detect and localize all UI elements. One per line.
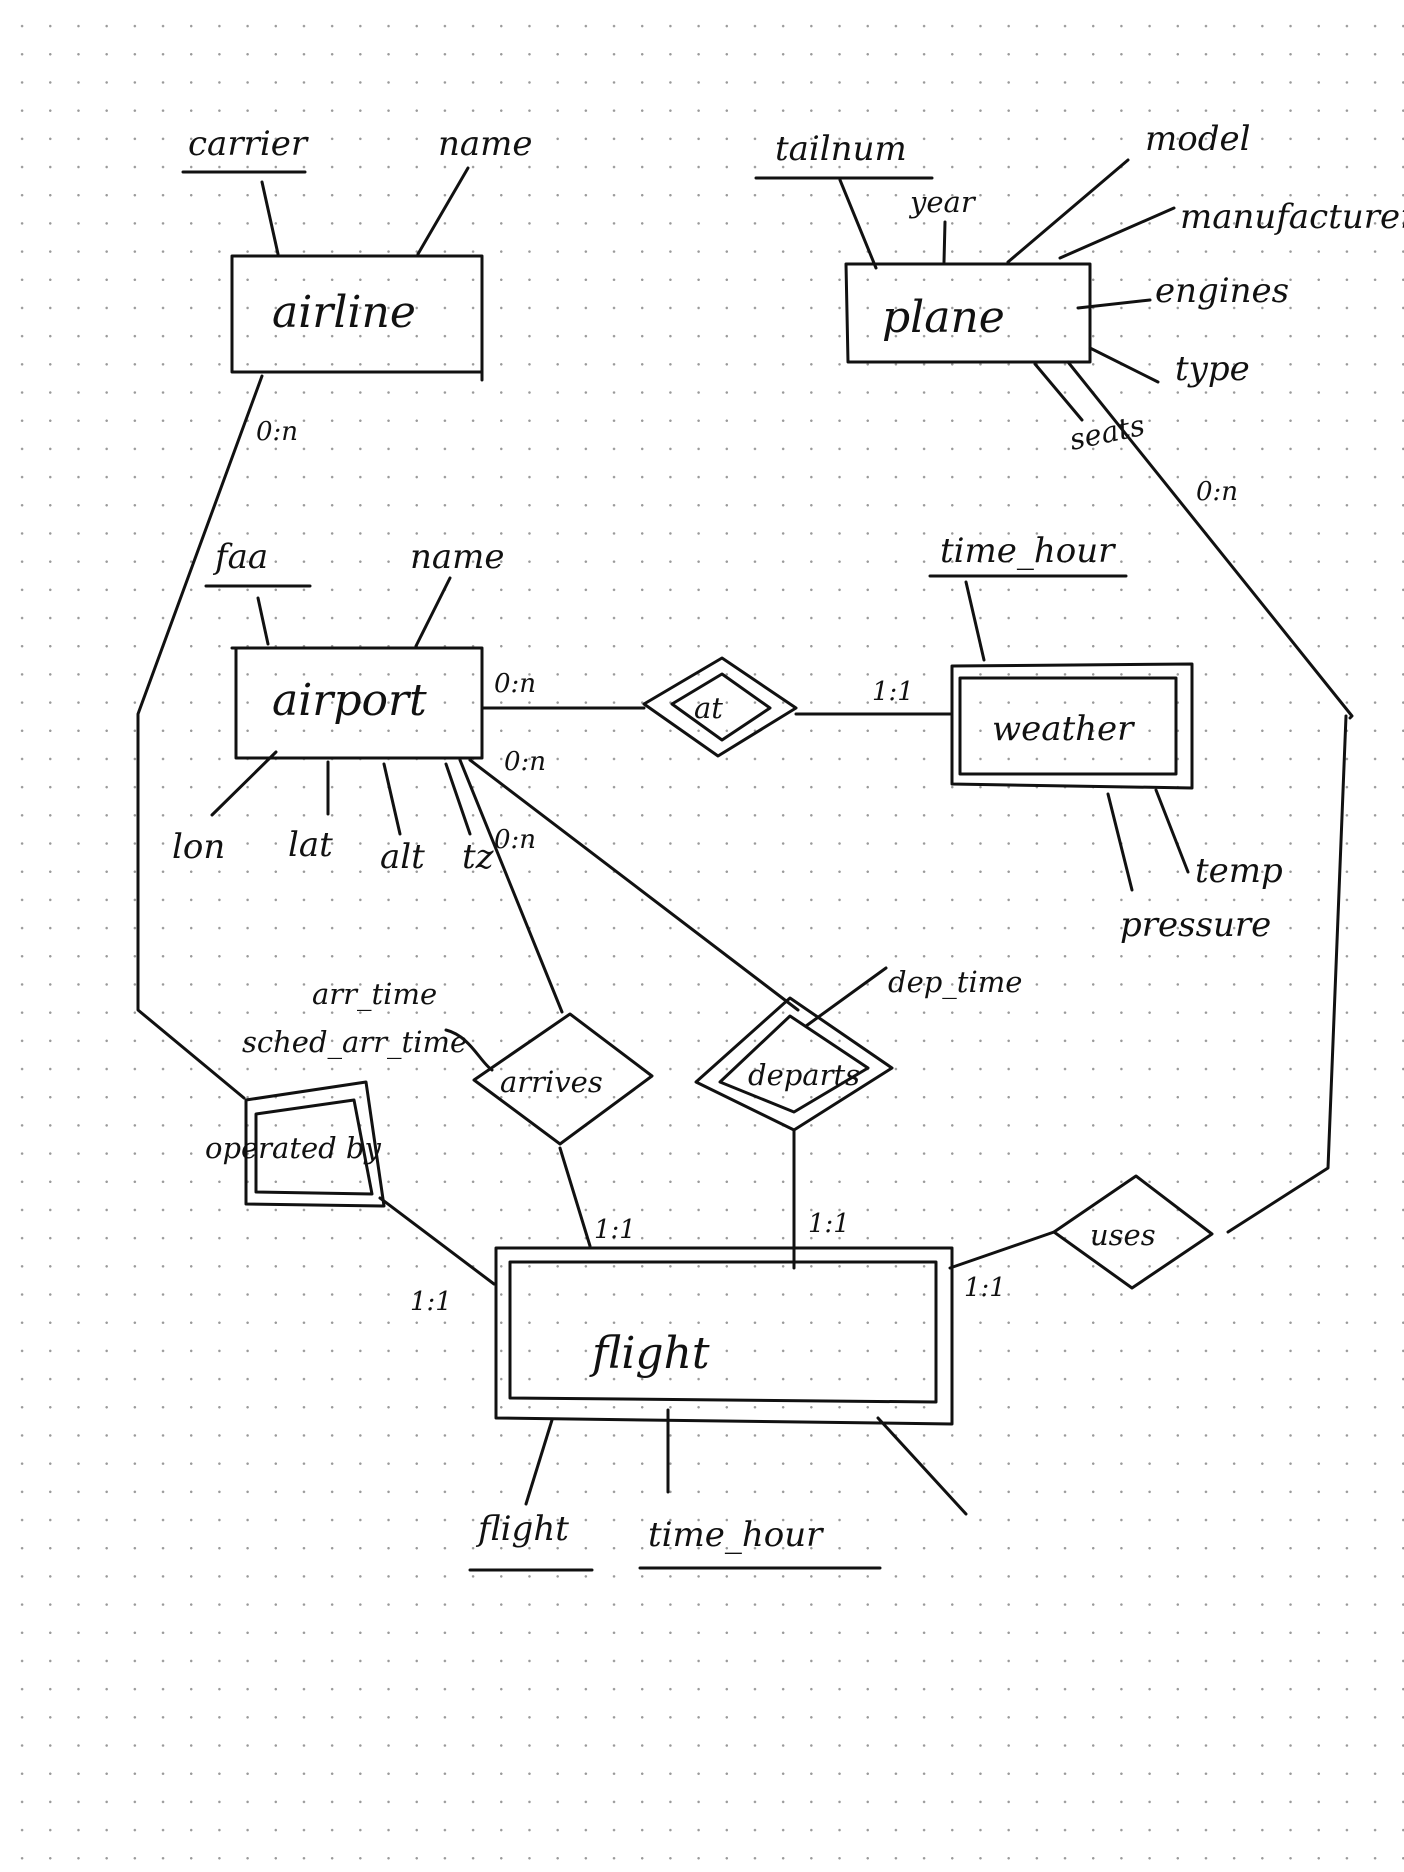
airline-attributes: carrier name [181, 124, 533, 256]
card-plane-uses: 0:n [1196, 477, 1238, 507]
entity-plane: plane [844, 262, 1092, 364]
attr-carrier: carrier [188, 124, 309, 164]
attr-flight-number: flight [475, 1509, 569, 1549]
relationship-uses: uses [1052, 1174, 1214, 1290]
attr-sched-arr-time: sched_arr_time [242, 1025, 467, 1060]
line-arrives-flight [558, 1146, 592, 1248]
line-airline-operated-by [136, 374, 264, 1100]
attr-time-hour-flight: time_hour [648, 1515, 824, 1555]
attr-dep-time: dep_time [888, 965, 1022, 1000]
card-airline-operated: 0:n [256, 417, 298, 447]
attr-airline-name: name [438, 124, 533, 164]
operated-by-label: operated by [205, 1131, 382, 1165]
cardinality-labels: 0:n 0:n 0:n 1:1 0:n 0:n 1:1 1:1 1:1 1:1 [256, 417, 1238, 1317]
attr-airport-name: name [410, 537, 505, 577]
plane-attributes: tailnum year model manufacturer engines … [754, 119, 1404, 457]
attr-year: year [908, 185, 977, 219]
arrives-attributes: arr_time sched_arr_time [242, 977, 494, 1072]
flight-attributes: flight time_hour [468, 1408, 968, 1572]
attr-lat: lat [288, 825, 333, 865]
airport-attributes: faa name lon lat alt tz [172, 537, 505, 877]
attr-temp: temp [1195, 851, 1283, 891]
attr-alt: alt [380, 837, 425, 877]
card-airport-arrives: 0:n [494, 825, 536, 855]
relationship-arrives: arrives [472, 1012, 654, 1146]
line-airport-arrives [458, 758, 564, 1014]
attr-lon: lon [172, 827, 225, 867]
card-weather-at: 1:1 [872, 677, 914, 707]
attr-type: type [1175, 349, 1250, 389]
relationship-at: at [642, 656, 798, 758]
entity-airline: airline [230, 254, 484, 382]
line-airport-departs [468, 758, 800, 1012]
card-airport-at: 0:n [494, 669, 536, 699]
card-flight-uses: 1:1 [964, 1273, 1006, 1303]
attr-model: model [1145, 119, 1250, 159]
entity-flight: flight [494, 1246, 954, 1426]
attr-arr-time: arr_time [312, 977, 437, 1012]
line-uses-flight [948, 1230, 1056, 1270]
card-flight-arrives: 1:1 [594, 1215, 636, 1245]
attr-engines: engines [1155, 271, 1289, 311]
entity-airport: airport [230, 646, 484, 760]
at-label: at [694, 691, 723, 725]
line-operated-by-flight [378, 1196, 496, 1286]
departs-attributes: dep_time [804, 965, 1022, 1028]
attr-faa: faa [212, 537, 268, 577]
flight-label: flight [589, 1328, 710, 1379]
card-flight-operated: 1:1 [410, 1287, 452, 1317]
attr-manufacturer: manufacturer [1180, 197, 1404, 237]
attr-tz: tz [462, 837, 495, 877]
airline-label: airline [272, 287, 416, 338]
weather-attributes: time_hour temp pressure [928, 531, 1283, 945]
weather-label: weather [992, 709, 1135, 749]
relationship-operated-by: operated by [205, 1080, 386, 1208]
attr-tailnum: tailnum [775, 129, 907, 169]
attr-time-hour-weather: time_hour [940, 531, 1116, 571]
attr-pressure: pressure [1120, 905, 1271, 945]
airport-label: airport [272, 675, 427, 726]
plane-label: plane [882, 292, 1005, 343]
entity-weather: weather [950, 662, 1194, 790]
card-airport-departs: 0:n [504, 747, 546, 777]
departs-label: departs [748, 1058, 860, 1092]
card-flight-departs: 1:1 [808, 1209, 850, 1239]
relationship-departs: departs [694, 996, 894, 1132]
line-plane-uses [1226, 714, 1348, 1234]
arrives-label: arrives [500, 1065, 603, 1099]
uses-label: uses [1090, 1218, 1156, 1252]
line-plane-upper [1066, 360, 1354, 720]
